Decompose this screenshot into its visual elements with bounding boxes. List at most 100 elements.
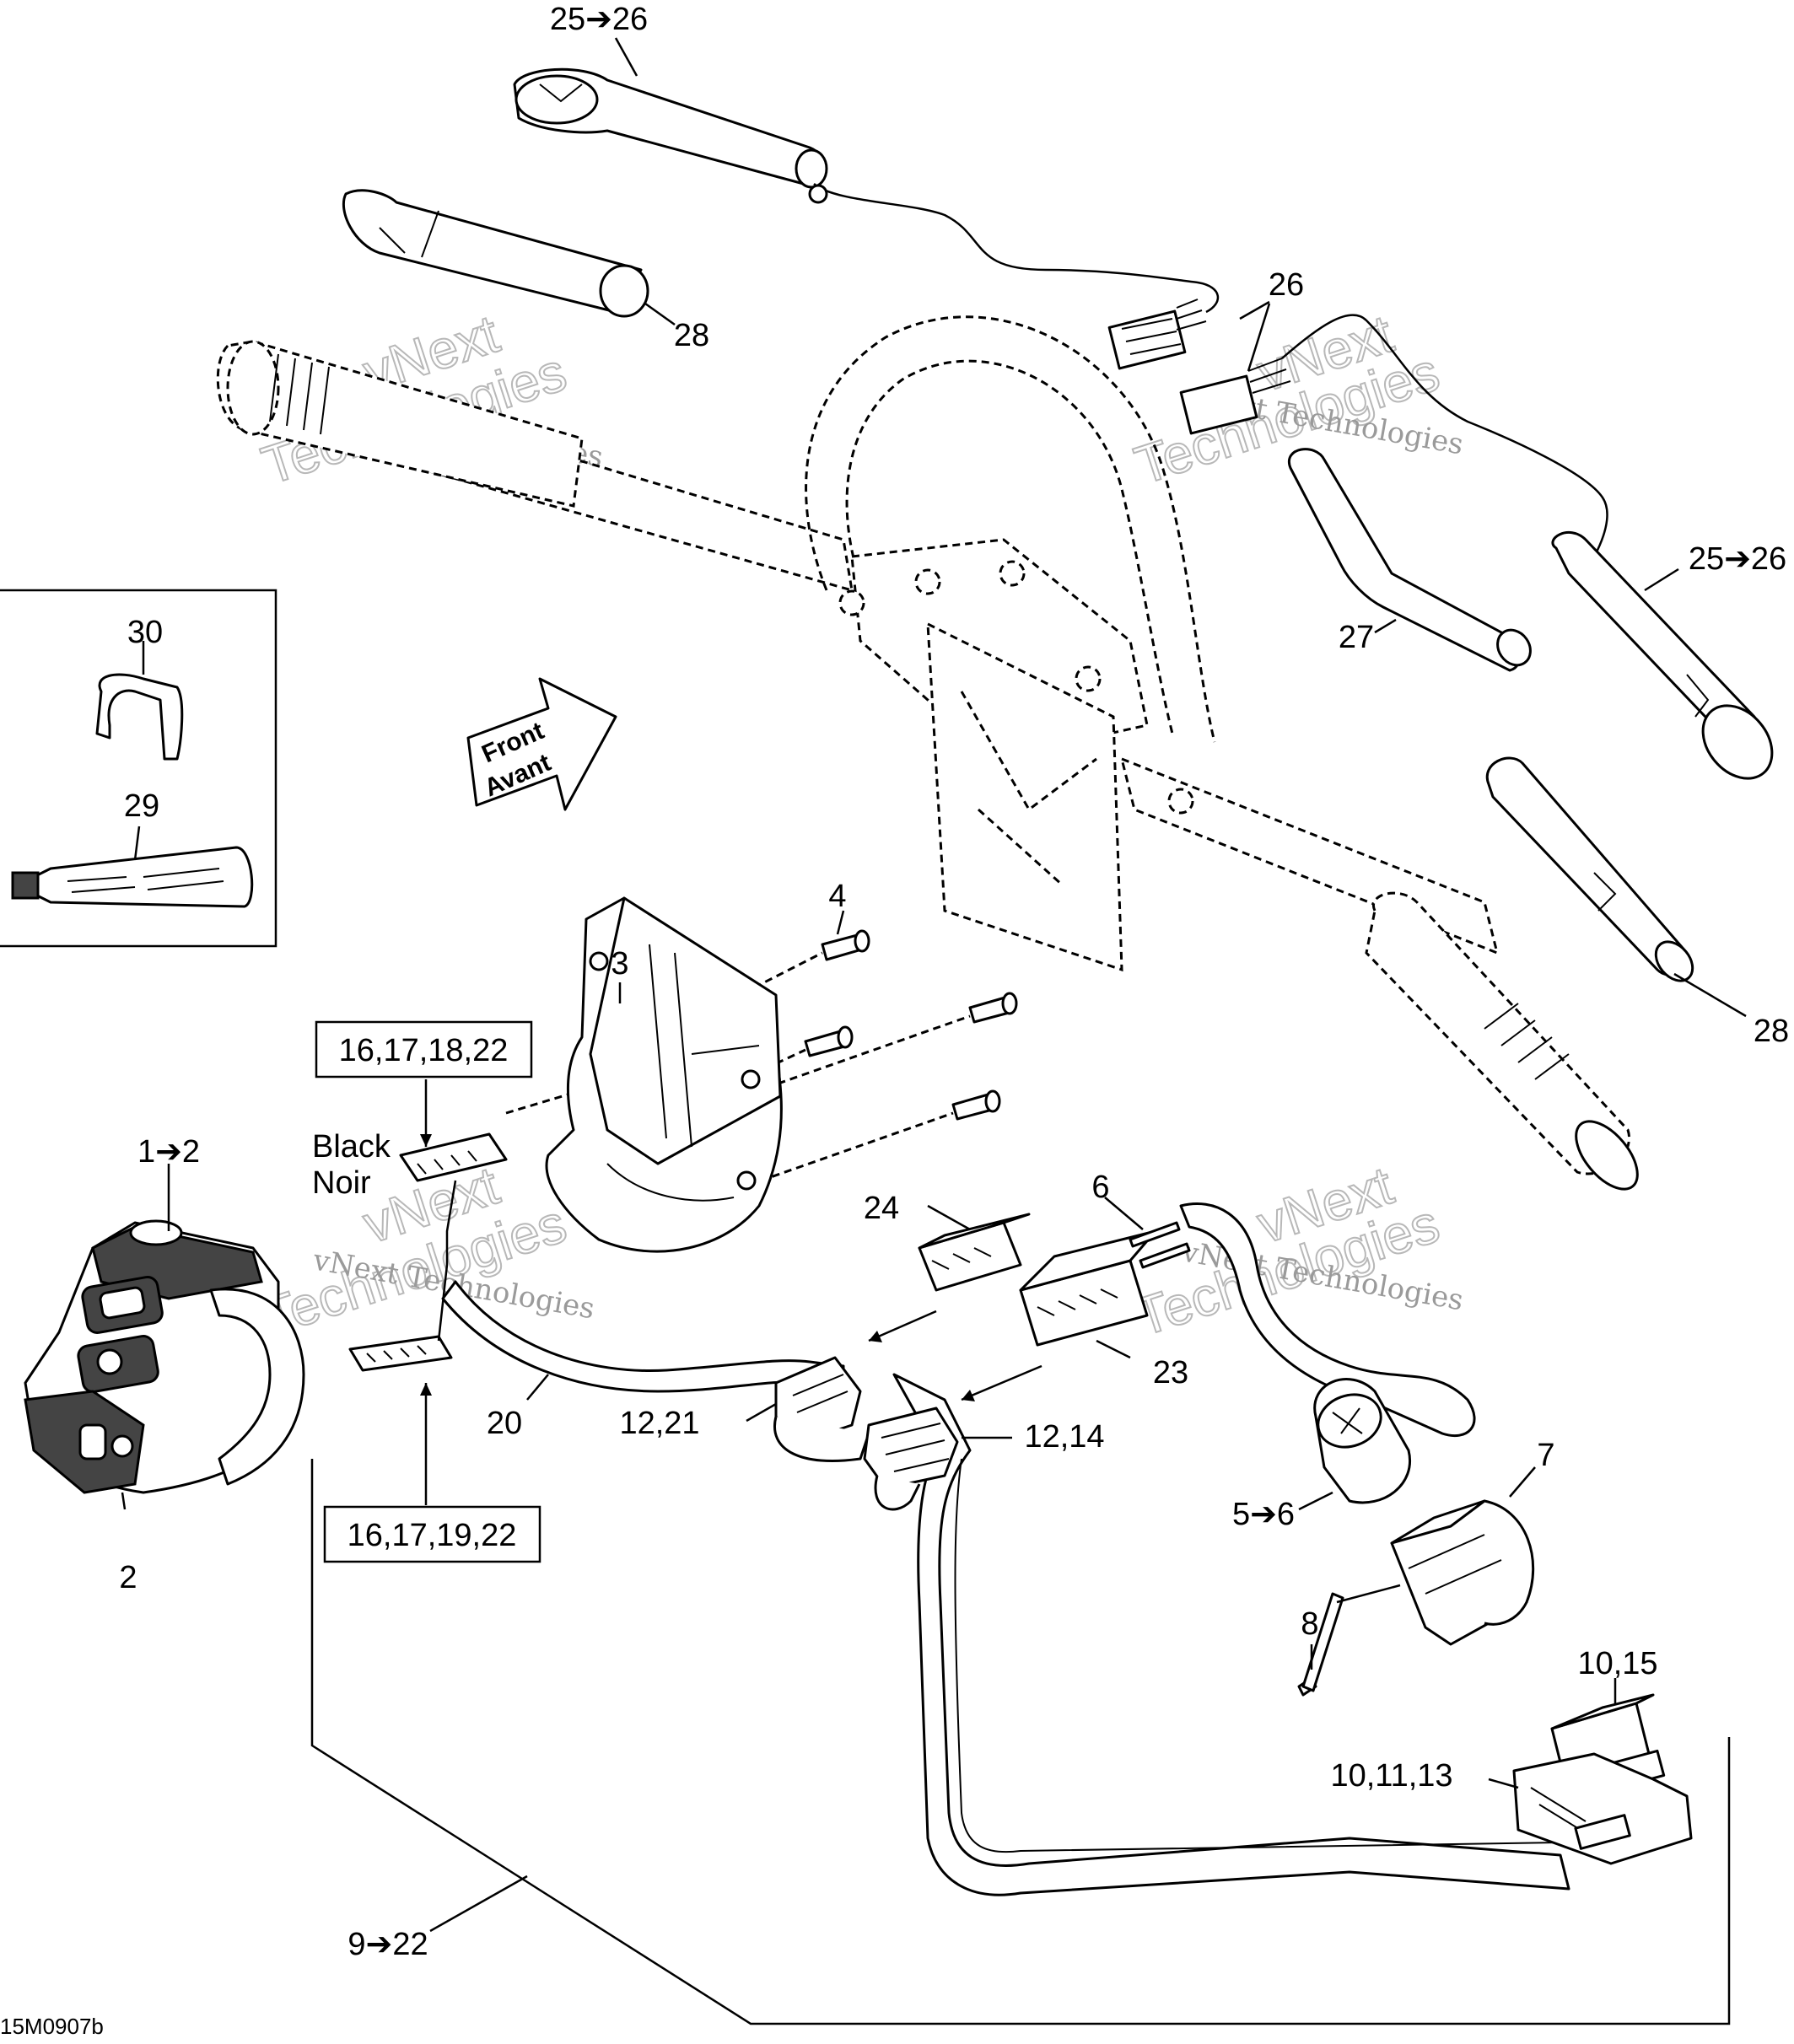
label-9-22: 9➔22 — [347, 1927, 428, 1962]
heated-grip-wire-clip-top — [808, 184, 828, 204]
leader-6 — [1104, 1197, 1144, 1230]
watermark-group-mid-left: vNext Technologies vNext Technologies — [254, 1154, 597, 1348]
clamp-bolt-1 — [914, 568, 941, 595]
grip-sleeve-right-end — [1654, 940, 1694, 982]
callout-box-bottom — [323, 1505, 541, 1563]
grip-sleeve-top-body — [342, 189, 643, 314]
heated-grip-notch-top — [539, 83, 583, 103]
connector-24-pins — [931, 1247, 992, 1270]
connector-12-21-detail — [792, 1374, 849, 1413]
pins-6 — [1104, 1197, 1191, 1269]
right-grip — [1365, 891, 1631, 1175]
leader-28-right — [1673, 972, 1747, 1018]
leader-26-b — [1247, 303, 1271, 372]
connector-26-male-wires — [1247, 358, 1291, 394]
switch-5-6-x-mark — [1332, 1407, 1363, 1434]
housing-7 — [1390, 1466, 1536, 1646]
leader-25-26-top — [614, 37, 638, 77]
connector-26-male — [1179, 374, 1258, 435]
leader-27 — [1374, 618, 1397, 634]
label-black: Black — [312, 1129, 391, 1165]
arrow-23-head — [962, 1390, 975, 1401]
connector-24-top — [918, 1213, 1031, 1250]
connector-26-pair — [1107, 299, 1608, 583]
clamp-bolt-2 — [999, 560, 1026, 587]
handlebar-right-tube — [1119, 756, 1500, 955]
leader-9-22 — [429, 1875, 528, 1933]
label-24: 24 — [864, 1191, 899, 1226]
screw-4c-head — [1001, 992, 1018, 1015]
switch-side-shell — [209, 1288, 305, 1486]
heated-grip-end-top — [514, 74, 599, 125]
connector-12-21-loop — [773, 1416, 870, 1463]
riser-braces — [960, 691, 1097, 887]
connector-12-21 — [746, 1356, 870, 1463]
right-grip-end — [1575, 1120, 1639, 1191]
connector-26-female-pins — [1121, 318, 1182, 355]
switch-top-button — [129, 1219, 183, 1246]
grip-sleeve-top — [342, 189, 676, 326]
switch-lower-icon — [110, 1434, 134, 1458]
tube-29-print — [67, 868, 224, 893]
leader-2 — [121, 1492, 127, 1510]
leader-box-top-arrowhead — [420, 1134, 432, 1147]
connector-black-top-pins — [417, 1150, 477, 1175]
pin-6a — [1129, 1221, 1181, 1248]
tube-27-body — [1287, 448, 1521, 672]
grip-sleeve-right — [1485, 756, 1747, 1018]
screw-4a-head — [854, 929, 870, 953]
heated-grip-element-right — [1551, 530, 1774, 780]
connector-black-bottom — [348, 1335, 453, 1372]
leader-5-6 — [1298, 1491, 1333, 1511]
tube-29-cap — [11, 871, 40, 900]
leader-20 — [526, 1374, 549, 1401]
heated-grip-wire-top — [813, 183, 1220, 314]
harness-branch-right — [1179, 1202, 1476, 1438]
leader-8-to-housing — [1336, 1584, 1401, 1604]
arrow-23 — [961, 1364, 1042, 1401]
arrow-24-head — [869, 1331, 882, 1342]
front-arrow-shape — [466, 677, 617, 811]
tube-27 — [1287, 448, 1532, 672]
connector-23 — [961, 1229, 1157, 1401]
bracket-9-22 — [310, 1459, 1731, 2025]
clamp-bolt-left — [838, 589, 865, 616]
clip-30 — [95, 673, 184, 761]
label-7: 7 — [1537, 1438, 1554, 1473]
pin-8 — [1297, 1584, 1401, 1697]
label-28-top: 28 — [674, 318, 709, 353]
label-28-right: 28 — [1754, 1014, 1789, 1049]
figure-code: 15M0907b — [0, 2014, 104, 2039]
leader-7 — [1509, 1466, 1536, 1498]
label-12-21: 12,21 — [619, 1406, 699, 1441]
callout-box-top — [315, 1020, 533, 1078]
connector-10-11-13 — [1512, 1752, 1693, 1865]
housing-3 — [545, 896, 783, 1253]
heated-grip-end-right — [1701, 704, 1774, 780]
inset-box — [0, 589, 277, 948]
housing-3-hole-1 — [589, 951, 609, 971]
label-20: 20 — [487, 1406, 522, 1441]
leader-24 — [927, 1204, 971, 1231]
screw-4d-head — [984, 1089, 1001, 1113]
left-grip-end — [226, 340, 280, 436]
housing-3-ribs — [606, 944, 760, 1202]
pin-8-shaft — [1301, 1592, 1344, 1692]
switch-mode-button — [78, 1423, 107, 1460]
grip-sleeve-right-body — [1485, 756, 1689, 976]
label-5-6: 5➔6 — [1232, 1497, 1295, 1532]
label-12-14: 12,14 — [1024, 1419, 1104, 1455]
inset-box-frame — [0, 589, 277, 948]
right-grip-ribs — [1484, 1003, 1570, 1080]
leader-23 — [1096, 1339, 1131, 1359]
switch-assembly — [24, 1164, 305, 1510]
connector-23-pins — [1037, 1288, 1118, 1316]
grip-sleeve-top-end — [599, 264, 649, 318]
connector-12-14 — [863, 1407, 1012, 1511]
leader-box-bottom-arrowhead — [420, 1383, 432, 1396]
switch-button-upper-face — [99, 1286, 146, 1320]
clamp-bolt-3 — [1075, 665, 1102, 692]
harness-connectors-black — [348, 1079, 508, 1505]
label-23: 23 — [1153, 1355, 1188, 1390]
